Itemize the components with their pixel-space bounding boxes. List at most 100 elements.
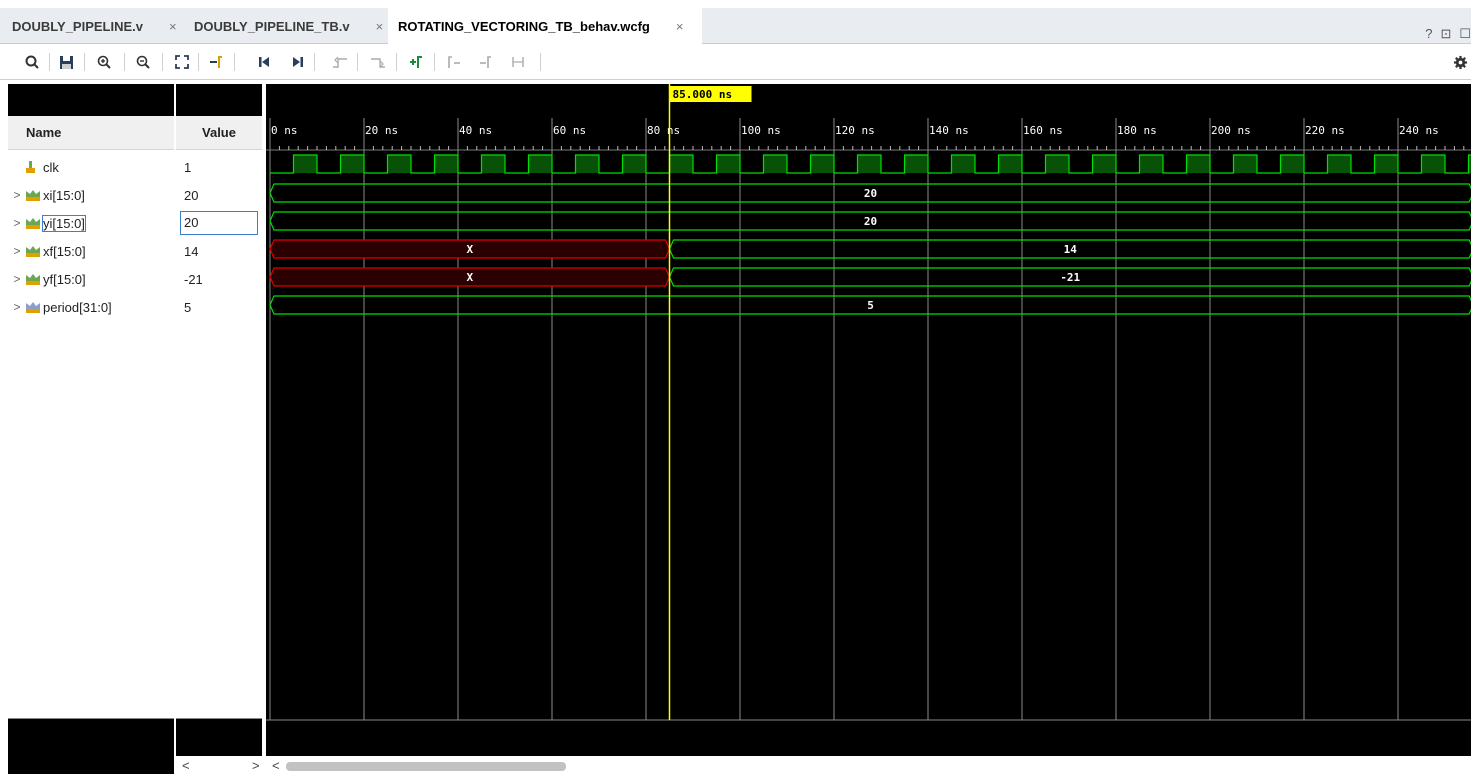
signal-row[interactable]: > xf[15:0] <box>8 237 174 265</box>
wave-toolbar <box>0 44 1471 80</box>
clock-high-fill <box>387 155 411 173</box>
tick-label: 120 ns <box>835 124 875 137</box>
bus-value-label: 14 <box>1064 243 1078 256</box>
clock-high-fill <box>998 155 1022 173</box>
bus-signal-icon <box>26 190 40 201</box>
bus-value-label: 20 <box>864 215 877 228</box>
signal-name-panel: Name clk > xi[15:0] > yi[15:0] > xf[15:0… <box>8 84 174 774</box>
save-icon[interactable] <box>56 52 76 72</box>
signal-name: clk <box>43 159 59 175</box>
maximize-icon[interactable]: ☐ <box>1459 26 1471 41</box>
clock-high-fill <box>951 155 975 173</box>
tick-label: 140 ns <box>929 124 969 137</box>
expand-icon[interactable]: > <box>13 188 21 202</box>
bit-signal-icon <box>26 161 35 173</box>
bus-value-label: X <box>466 271 473 284</box>
clock-high-fill <box>810 155 834 173</box>
next-transition-icon[interactable] <box>368 52 388 72</box>
bus-value-label: -21 <box>1060 271 1080 284</box>
window-controls: ? ⊡ ☐ <box>1425 26 1471 42</box>
tick-label: 180 ns <box>1117 124 1157 137</box>
go-to-start-icon[interactable] <box>254 52 274 72</box>
name-column-header[interactable]: Name <box>8 116 174 150</box>
scroll-right-arrow[interactable]: > <box>252 758 260 773</box>
expand-icon[interactable]: > <box>13 300 21 314</box>
swap-cursors-icon[interactable] <box>508 52 528 72</box>
signal-name: xf[15:0] <box>43 243 86 259</box>
clock-high-fill <box>622 155 646 173</box>
time-ruler <box>266 116 1471 150</box>
clk-waveform <box>270 154 1471 174</box>
tab-rotating-vectoring-wcfg[interactable]: ROTATING_VECTORING_TB_behav.wcfg × <box>388 8 702 44</box>
clock-high-fill <box>1186 155 1210 173</box>
clock-high-fill <box>1045 155 1069 173</box>
clock-high-fill <box>1280 155 1304 173</box>
tick-label: 200 ns <box>1211 124 1251 137</box>
clock-high-fill <box>904 155 928 173</box>
signal-value: 20 <box>184 187 199 203</box>
restore-icon[interactable]: ⊡ <box>1440 26 1452 41</box>
bus-value-label: 5 <box>867 299 874 312</box>
signal-value: 14 <box>184 243 199 259</box>
expand-icon[interactable]: > <box>13 272 21 286</box>
expand-icon[interactable]: > <box>13 244 21 258</box>
bus-segment <box>269 295 1471 315</box>
bus-value-label: X <box>466 243 473 256</box>
signal-value-panel: Value 1 20 20 14 -21 5 <box>176 84 262 774</box>
clock-high-fill <box>1374 155 1398 173</box>
clock-high-fill <box>716 155 740 173</box>
signal-row[interactable]: > yf[15:0] <box>8 265 174 293</box>
clock-high-fill <box>1327 155 1351 173</box>
zoom-fit-icon[interactable] <box>172 52 192 72</box>
value-scrollbar[interactable]: < > <box>176 756 266 778</box>
signal-row[interactable]: clk <box>8 153 174 181</box>
signal-name: yi[15:0] <box>42 214 86 232</box>
clock-high-fill <box>340 155 364 173</box>
signal-value-selected[interactable]: 20 <box>180 211 258 235</box>
tab-doubly-pipeline[interactable]: DOUBLY_PIPELINE.v × <box>12 8 177 44</box>
close-icon[interactable]: × <box>675 18 684 34</box>
clock-high-fill <box>528 155 552 173</box>
signal-row[interactable]: > period[31:0] <box>8 293 174 321</box>
close-icon[interactable]: × <box>169 18 177 34</box>
signal-row[interactable]: > yi[15:0] <box>8 209 174 237</box>
waveform-scrollbar[interactable]: < <box>266 756 1471 778</box>
close-icon[interactable]: × <box>375 18 384 34</box>
bus-value-label: 20 <box>864 187 877 200</box>
search-icon[interactable] <box>22 52 42 72</box>
tab-doubly-pipeline-tb[interactable]: DOUBLY_PIPELINE_TB.v × <box>194 8 383 44</box>
previous-transition-icon[interactable] <box>330 52 350 72</box>
scroll-left-arrow[interactable]: < <box>182 758 190 773</box>
value-column-header[interactable]: Value <box>176 116 262 150</box>
zoom-in-icon[interactable] <box>94 52 114 72</box>
signal-row[interactable]: > xi[15:0] <box>8 181 174 209</box>
bus-segment <box>668 239 1471 259</box>
clock-high-fill <box>434 155 458 173</box>
go-to-cursor-icon[interactable] <box>206 52 226 72</box>
tick-label: 0 ns <box>271 124 298 137</box>
help-icon[interactable]: ? <box>1425 26 1433 41</box>
zoom-out-icon[interactable] <box>133 52 153 72</box>
next-marker-icon[interactable] <box>476 52 496 72</box>
signal-value: -21 <box>184 271 203 287</box>
go-to-end-icon[interactable] <box>288 52 308 72</box>
clock-high-fill <box>669 155 693 173</box>
scroll-thumb[interactable] <box>286 762 566 771</box>
signal-value: 1 <box>184 159 192 175</box>
tick-label: 160 ns <box>1023 124 1063 137</box>
scroll-left-arrow[interactable]: < <box>272 758 280 773</box>
tab-label: DOUBLY_PIPELINE.v <box>12 18 144 34</box>
bus-segment <box>269 211 1471 231</box>
clock-high-fill <box>575 155 599 173</box>
add-marker-icon[interactable] <box>406 52 426 72</box>
clock-high-fill <box>1139 155 1163 173</box>
previous-marker-icon[interactable] <box>444 52 464 72</box>
signal-value: 5 <box>184 299 192 315</box>
tick-label: 60 ns <box>553 124 586 137</box>
tick-label: 100 ns <box>741 124 781 137</box>
settings-icon[interactable] <box>1450 52 1470 72</box>
clock-high-fill <box>1233 155 1257 173</box>
expand-icon[interactable]: > <box>13 216 21 230</box>
